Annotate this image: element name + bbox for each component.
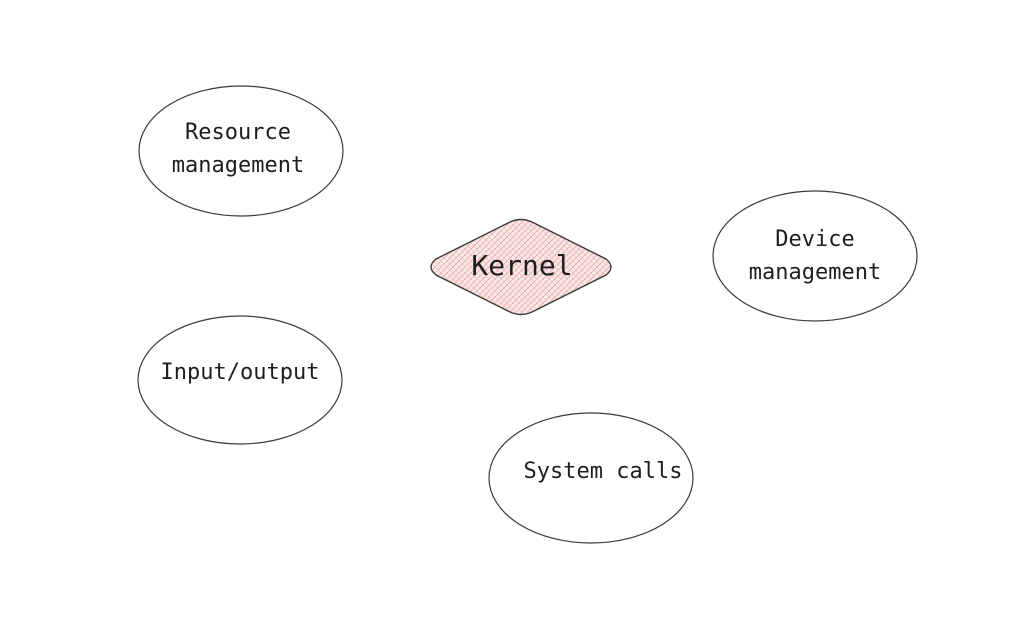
device-management-label-line2: management — [749, 260, 881, 285]
resource-management-ellipse — [138, 85, 344, 217]
resource-management-label: Resource — [185, 120, 291, 145]
input-output-ellipse — [137, 315, 343, 445]
node-system-calls[interactable]: System calls — [488, 412, 694, 544]
node-resource-management[interactable]: Resource management — [138, 85, 344, 217]
input-output-label: Input/output — [161, 360, 320, 385]
kernel-diamond — [430, 218, 612, 316]
system-calls-label: System calls — [524, 459, 683, 484]
node-kernel[interactable]: Kernel — [430, 218, 612, 316]
device-management-ellipse — [712, 190, 918, 322]
resource-management-label-line2: management — [172, 153, 304, 178]
kernel-label: Kernel — [471, 249, 572, 282]
node-input-output[interactable]: Input/output — [137, 315, 343, 445]
device-management-label: Device — [775, 227, 854, 252]
node-device-management[interactable]: Device management — [712, 190, 918, 322]
system-calls-ellipse — [488, 412, 694, 544]
